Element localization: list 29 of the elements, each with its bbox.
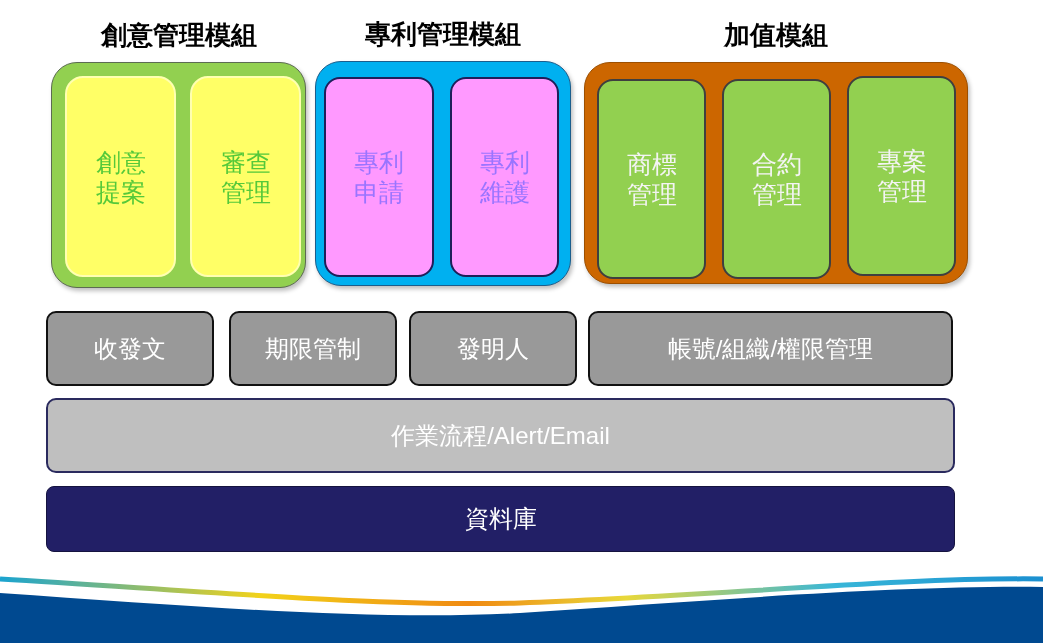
layer-bar xyxy=(46,398,955,473)
layer-label: 資料庫 xyxy=(464,504,537,534)
module-card xyxy=(597,79,706,279)
feature-label: 帳號/組織/權限管理 xyxy=(667,333,874,364)
module-label: 合約管理 xyxy=(750,149,803,209)
module-label: 專案管理 xyxy=(875,146,928,206)
feature-label: 期限管制 xyxy=(265,333,361,364)
feature-label: 收發文 xyxy=(94,333,166,364)
module-card xyxy=(722,79,831,279)
module-label: 審查管理 xyxy=(219,146,272,207)
feature-label: 發明人 xyxy=(457,333,529,364)
module-card xyxy=(190,76,301,277)
layer-label: 作業流程/Alert/Email xyxy=(391,420,610,451)
module-card xyxy=(847,76,956,276)
layer-bar xyxy=(46,486,955,552)
module-card xyxy=(65,76,176,277)
module-card xyxy=(450,77,559,277)
module-label: 商標管理 xyxy=(625,149,678,209)
feature-box xyxy=(409,311,577,386)
feature-box xyxy=(229,311,397,386)
feature-box xyxy=(46,311,214,386)
module-heading: 專利管理模組 xyxy=(364,18,522,50)
module-card xyxy=(324,77,434,277)
module-heading: 加值模組 xyxy=(722,19,829,51)
module-heading: 創意管理模組 xyxy=(99,19,258,51)
module-label: 創意提案 xyxy=(94,146,147,207)
module-label: 專利維護 xyxy=(478,147,531,207)
feature-box xyxy=(588,311,953,386)
module-label: 專利申請 xyxy=(353,147,405,207)
